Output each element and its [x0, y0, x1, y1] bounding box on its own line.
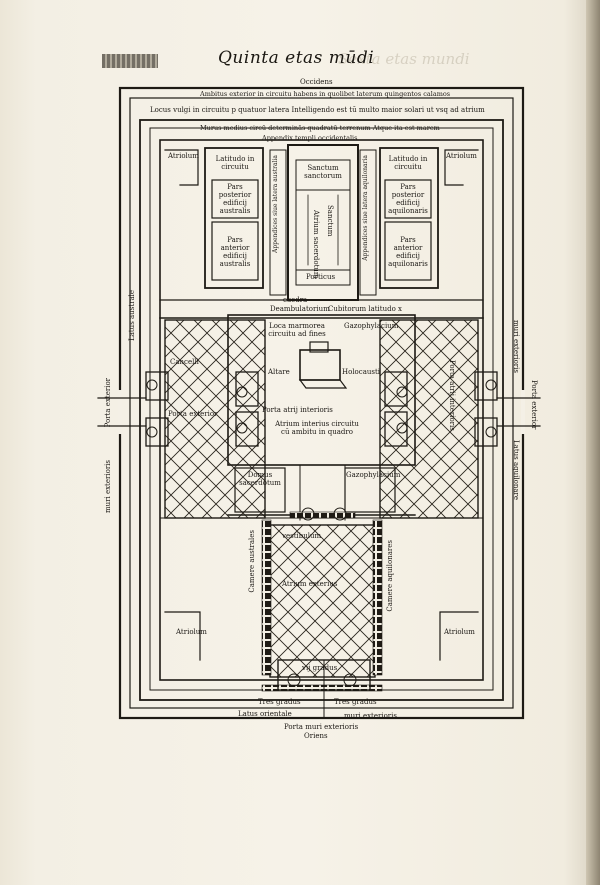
label-locus-vulgi: Locus vulgi in circuitu p quatuor latera… [150, 106, 485, 114]
label-deambulatorium: Deambulatorium [270, 305, 330, 313]
label-porta-exterior-s: Porta exterior [168, 410, 218, 418]
label-altare: Altare [268, 368, 290, 376]
label-porticus: Porticus [306, 273, 336, 281]
page-title: Quinta etas mūdi [218, 48, 375, 68]
label-sanctum-sanctorum: Sanctum sanctorum [304, 164, 342, 180]
ink-smudge [102, 54, 158, 68]
label-atriolum-se: Atriolum [444, 628, 475, 636]
label-ambitus: Ambitus exterior in circuitu habens in q… [200, 90, 451, 98]
label-latus-aquilonare: Latus aquilonare [512, 440, 520, 500]
label-camere-aquilonares: Camere aquilonares [386, 540, 394, 612]
label-murus-medius: Murus medius circū determinās quadratū t… [200, 124, 440, 132]
label-porta-muri-exterioris: Porta muri exterioris [284, 723, 359, 731]
label-appendix-templi: Appendix templi occidentalis [262, 134, 358, 142]
label-atriolum-nw: Atriolum [168, 152, 199, 160]
label-atrium-interius: Atrium interius circuitu cū ambitu in qu… [275, 420, 359, 436]
label-porta-atrij-interioris-s: Porta atrij interioris [262, 406, 333, 414]
label-cancelli: Cancelli [170, 358, 199, 366]
label-atrium-exterius: Atrium exterius [282, 580, 338, 588]
label-latitudo-austr: Latitudo in circuitu [215, 155, 255, 171]
label-tres-gradus-s: Tres gradus [258, 698, 301, 706]
label-camere-australes: Camere australes [248, 530, 256, 593]
page-gutter [586, 0, 600, 885]
label-gazophylacium: Gazophylacium [344, 322, 399, 330]
label-occidens: Occidens [300, 78, 333, 86]
label-cubitorum: Cubitorum latitudo x [328, 305, 402, 313]
label-porta-atrij-interioris-n: Porta atrij interioris [448, 360, 456, 431]
label-oriens: Oriens [304, 732, 328, 740]
label-appendices-australis: Appendices siue latera australia [272, 155, 279, 254]
label-sanctum: Sanctum [326, 205, 334, 237]
label-pars-posterior-austr: Pars posterior edificij australis [218, 183, 252, 215]
label-septem-gradus: vij gradus [302, 664, 338, 672]
label-appendices-aquilonaris: Appendices siue latera aquilonaria [362, 155, 369, 261]
label-atrium-sacerdotum: Atrium sacerdotum [312, 210, 320, 279]
label-gazophylacium-e: Gazophylacium [346, 471, 401, 479]
label-vestibulum: vestibulum [282, 532, 322, 540]
show-through-text: Sexta etas mundi [338, 50, 470, 68]
label-atriolum-ne: Atriolum [446, 152, 477, 160]
label-latitudo-aquil: Latitudo in circuitu [388, 155, 428, 171]
label-loca-marmorea: Loca marmorea circuitu ad fines [268, 322, 326, 338]
label-muri-exterioris-n: muri exterioris [512, 320, 520, 373]
label-latus-australe: Latus australe [128, 290, 136, 341]
label-muri-exterioris: muri exterioris [344, 712, 397, 720]
label-porta-exterior-east: Porta exterior [530, 380, 538, 430]
label-porta-exterior-west: Porta exterior [104, 378, 112, 428]
label-exedra: exedra [283, 296, 308, 304]
label-domus-sacerdotum-s: Domus sacerdotum [239, 471, 281, 487]
label-pars-anterior-aquil: Pars anterior edificij aquilonaris [388, 236, 428, 268]
label-tres-gradus-n: Tres gradus [334, 698, 377, 706]
label-pars-anterior-austr: Pars anterior edificij australis [219, 236, 251, 268]
label-holocausti: Holocausti [342, 368, 381, 376]
label-pars-posterior-aquil: Pars posterior edificij aquilonaris [388, 183, 428, 215]
label-muri-exterioris-s: muri exterioris [104, 460, 112, 513]
label-atriolum-sw: Atriolum [176, 628, 207, 636]
label-latus-orientale: Latus orientale [238, 710, 292, 718]
